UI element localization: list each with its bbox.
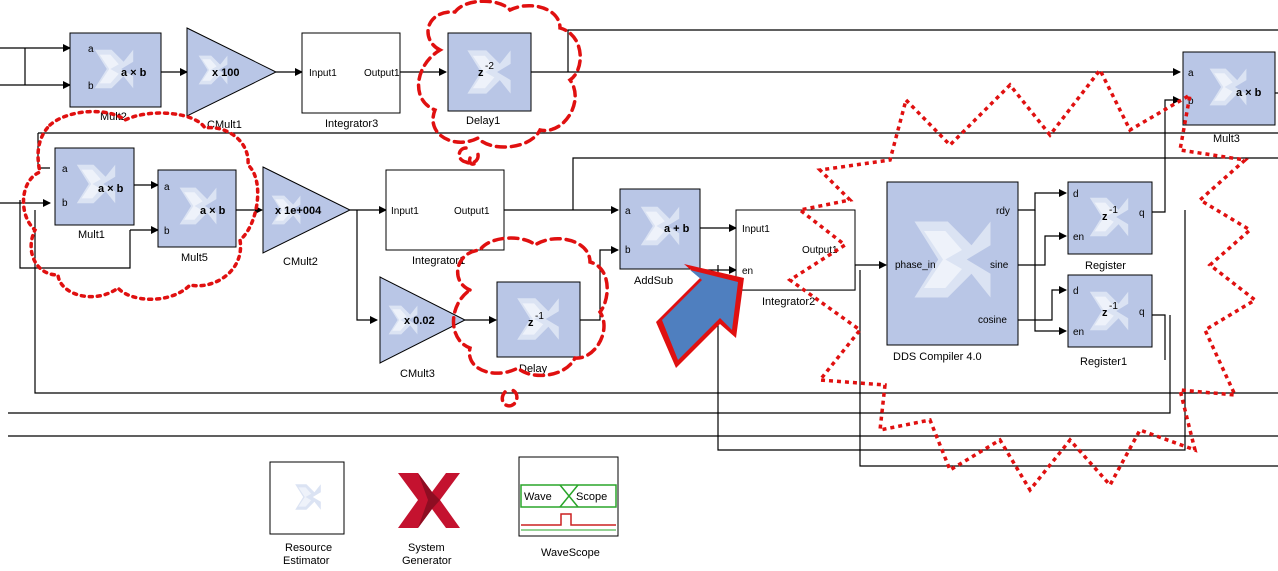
annotation-cloud-delay1 (417, 0, 582, 166)
block-name: Register1 (1080, 356, 1127, 368)
tool-wavescope[interactable]: Wave Scope WaveScope (518, 456, 619, 559)
op-label: a × b (121, 67, 147, 79)
op-label: z (1102, 211, 1108, 223)
port-in-label: Input1 (742, 224, 770, 235)
block-name: DDS Compiler 4.0 (893, 351, 982, 363)
block-mult3[interactable]: a b a × b Mult3 (1182, 51, 1276, 145)
port-a-label: a (625, 206, 631, 217)
op-exponent: -2 (485, 61, 494, 72)
port-d-label: d (1073, 286, 1079, 297)
port-en-label: en (1073, 232, 1084, 243)
block-name: Integrator2 (762, 296, 815, 308)
block-cmult1[interactable]: x 100 CMult1 (186, 27, 278, 131)
wavescope-left-label: Wave (524, 491, 552, 503)
block-name: Mult5 (181, 252, 208, 264)
block-addsub[interactable]: a b a + b AddSub (619, 188, 701, 287)
tool-system-generator[interactable]: System Generator (398, 473, 460, 567)
port-a-label: a (62, 164, 68, 175)
port-out-label: Output1 (454, 206, 490, 217)
block-delay[interactable]: z -1 Delay (496, 281, 581, 375)
block-integrator2[interactable]: Input1 en Output1 Integrator2 (735, 209, 856, 308)
port-en-label: en (742, 266, 753, 277)
block-name: Integrator3 (325, 118, 378, 130)
port-b-label: b (88, 81, 94, 92)
block-register[interactable]: d en q z -1 Register (1067, 181, 1153, 272)
block-dds-compiler[interactable]: phase_in rdy sine cosine DDS Compiler 4.… (886, 181, 1019, 363)
block-cmult2[interactable]: x 1e+004 CMult2 (262, 166, 352, 268)
port-q-label: q (1139, 208, 1145, 219)
port-a-label: a (164, 182, 170, 193)
op-exponent: -1 (1109, 205, 1118, 216)
op-label: x 0.02 (404, 315, 435, 327)
op-label: x 1e+004 (275, 205, 322, 217)
port-en-label: en (1073, 327, 1084, 338)
block-name: Mult1 (78, 229, 105, 241)
block-name: Integrator1 (412, 255, 465, 267)
port-a-label: a (1188, 68, 1194, 79)
block-name: Mult3 (1213, 133, 1240, 145)
port-b-label: b (1188, 96, 1194, 107)
op-exponent: -1 (1109, 301, 1118, 312)
block-name: CMult3 (400, 368, 435, 380)
port-b-label: b (62, 198, 68, 209)
wavescope-right-label: Scope (576, 491, 607, 503)
annotation-cloud-mults (21, 109, 260, 301)
op-label: z (528, 317, 534, 329)
block-delay1[interactable]: z -2 Delay1 (447, 32, 532, 127)
op-label: x 100 (212, 67, 240, 79)
tool-label: WaveScope (541, 547, 600, 559)
tool-label-line2: Generator (402, 555, 452, 567)
op-label: z (478, 67, 484, 79)
port-cosine-label: cosine (978, 315, 1007, 326)
port-b-label: b (625, 245, 631, 256)
annotation-star-dds (786, 66, 1259, 494)
block-mult2[interactable]: a b a × b Mult2 (69, 32, 162, 123)
annotation-cloud-delay (451, 236, 609, 408)
tool-resource-estimator[interactable]: Resource Estimator (269, 461, 345, 567)
tool-label-line1: System (408, 542, 445, 554)
block-name: Delay1 (466, 115, 500, 127)
block-mult1[interactable]: a b a × b Mult1 (54, 147, 135, 241)
port-a-label: a (88, 44, 94, 55)
port-in-label: Input1 (391, 206, 419, 217)
port-in-label: phase_in (895, 260, 936, 271)
block-name: CMult2 (283, 256, 318, 268)
block-name: Register (1085, 260, 1126, 272)
port-out-label: Output1 (364, 68, 400, 79)
port-sine-label: sine (990, 260, 1009, 271)
xilinx-logo-icon (398, 473, 460, 528)
port-in-label: Input1 (309, 68, 337, 79)
op-label: a × b (1236, 87, 1262, 99)
op-label: z (1102, 307, 1108, 319)
block-integrator1[interactable]: Input1 Output1 Integrator1 (385, 169, 505, 267)
annotation-arrow (656, 264, 744, 368)
block-integrator3[interactable]: Input1 Output1 Integrator3 (301, 32, 401, 130)
block-mult5[interactable]: a b a × b Mult5 (157, 169, 237, 264)
block-register1[interactable]: d en q z -1 Register1 (1067, 274, 1153, 368)
port-q-label: q (1139, 307, 1145, 318)
port-out-label: Output1 (802, 245, 838, 256)
block-name: AddSub (634, 275, 673, 287)
block-cmult3[interactable]: x 0.02 CMult3 (379, 276, 467, 380)
port-b-label: b (164, 226, 170, 237)
port-d-label: d (1073, 189, 1079, 200)
tool-label-line2: Estimator (283, 555, 330, 567)
port-rdy-label: rdy (996, 206, 1010, 217)
op-exponent: -1 (535, 311, 544, 322)
waveform-icon (521, 513, 616, 526)
op-label: a × b (98, 183, 124, 195)
op-label: a + b (664, 223, 690, 235)
op-label: a × b (200, 205, 226, 217)
tool-label-line1: Resource (285, 542, 332, 554)
